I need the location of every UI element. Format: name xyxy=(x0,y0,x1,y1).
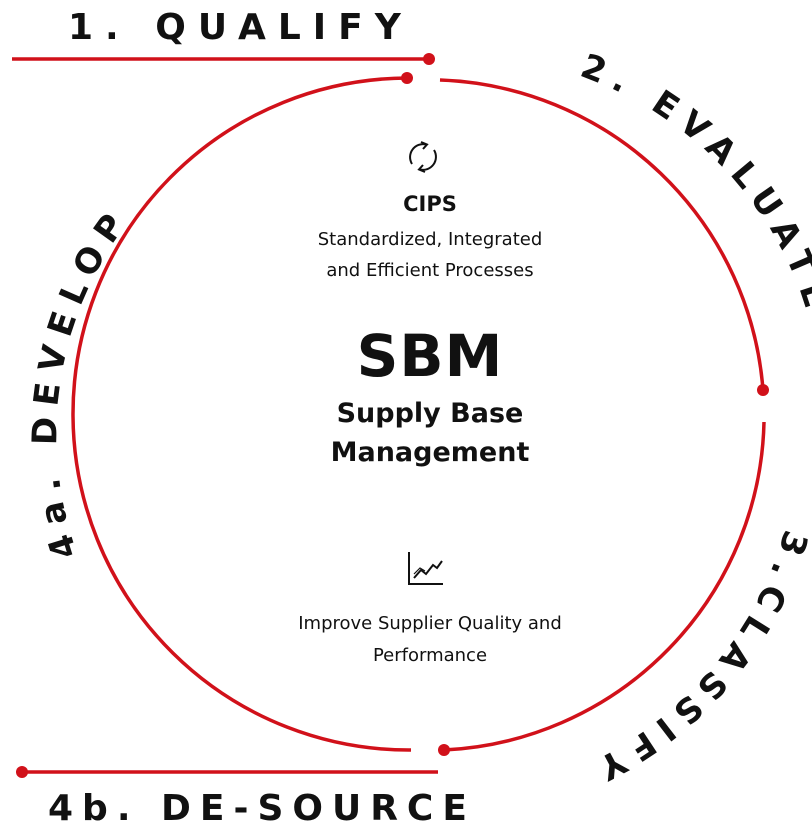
desource-start-dot xyxy=(16,766,28,778)
step-desource-label: 4b. DE-SOURCE xyxy=(48,788,476,824)
sbm-subtitle-line-1: Supply Base xyxy=(336,398,524,429)
cips-description: Standardized, Integrated and Efficient P… xyxy=(230,224,630,286)
line-chart-icon xyxy=(408,552,443,585)
improve-description: Improve Supplier Quality and Performance xyxy=(230,608,630,672)
cips-title: CIPS xyxy=(403,192,457,216)
ring-arc-develop xyxy=(71,76,412,752)
cips-desc-line-1: Standardized, Integrated xyxy=(317,229,543,250)
sbm-subtitle-line-2: Management xyxy=(330,437,530,468)
improve-line-1: Improve Supplier Quality and xyxy=(298,613,562,634)
improve-line-2: Performance xyxy=(372,645,488,666)
evaluate-end-dot xyxy=(757,384,769,396)
qualify-end-dot xyxy=(423,53,435,65)
refresh-cycle-icon xyxy=(409,141,437,173)
step-develop-label: 4a. DEVELOP xyxy=(25,199,139,564)
cips-desc-line-2: and Efficient Processes xyxy=(326,260,534,281)
classify-end-dot xyxy=(438,744,450,756)
sbm-subtitle: Supply Base Management xyxy=(230,394,630,472)
step-qualify-label: 1. QUALIFY xyxy=(68,7,413,48)
develop-start-dot xyxy=(401,72,413,84)
ring-arc-evaluate xyxy=(439,78,765,391)
sbm-title: SBM xyxy=(356,322,504,390)
ring-arc-classify xyxy=(443,421,766,752)
